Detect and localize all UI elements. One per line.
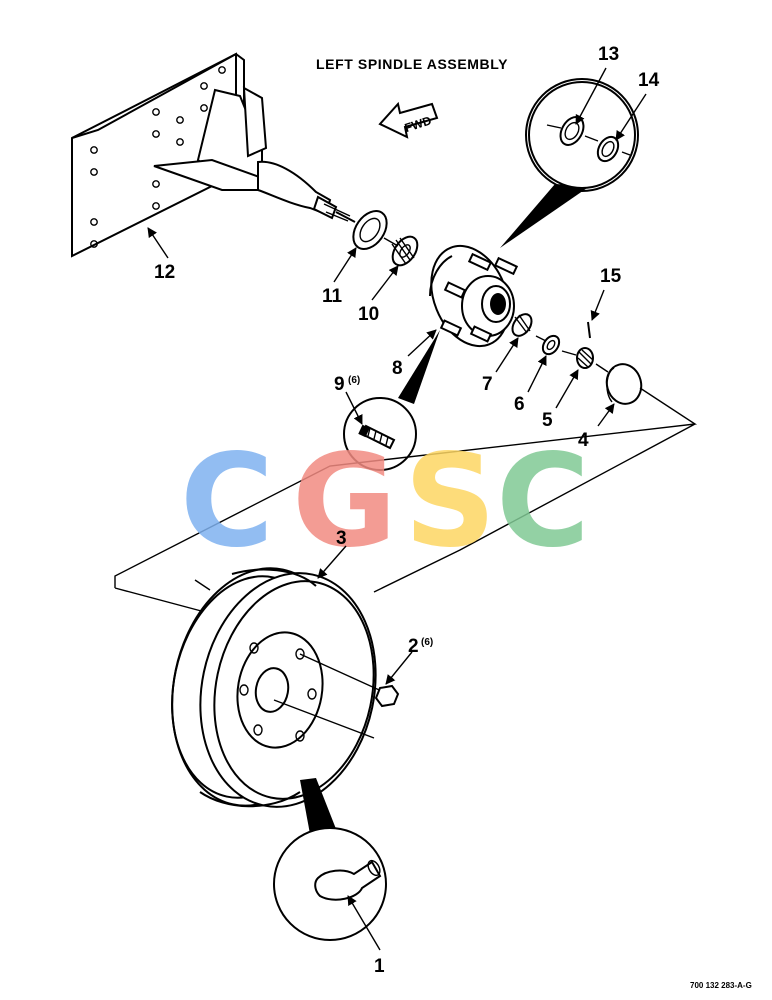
callout-2-qty: (6) (421, 637, 433, 648)
callout-10: 10 (358, 304, 379, 325)
callout-4: 4 (578, 430, 589, 451)
watermark-letter-s: S (404, 427, 496, 576)
callout-13: 13 (598, 44, 619, 65)
diagram-title: LEFT SPINDLE ASSEMBLY (316, 56, 508, 72)
callout-11: 11 (322, 286, 343, 307)
callout-8: 8 (392, 358, 403, 379)
callout-2: 2 (408, 636, 419, 657)
wheel-mounting-plane (114, 387, 698, 613)
bearing-cup-detail (500, 78, 639, 248)
inner-bearing-cone (391, 235, 419, 267)
lug-nut (374, 684, 400, 708)
washer (541, 334, 561, 356)
leader-lines (147, 67, 647, 951)
spindle-mount-plate (71, 52, 356, 258)
forward-direction-arrow: FWD (378, 101, 439, 139)
callout-14: 14 (638, 70, 660, 91)
wheel-studs (439, 252, 519, 343)
outer-bearing-cone (511, 313, 533, 337)
callout-15: 15 (600, 266, 622, 287)
callout-labels: 13 14 12 11 10 8 7 6 5 4 15 9 (6) 3 2 (6… (154, 44, 660, 977)
watermark-letter-g: G (292, 427, 397, 576)
callout-1: 1 (374, 956, 385, 977)
cotter-pin (587, 321, 591, 339)
spindle-nut (576, 347, 594, 369)
callout-7: 7 (482, 374, 493, 395)
watermark-letter-c2: C (496, 427, 590, 576)
seal (352, 210, 388, 250)
wheel-rim (171, 567, 389, 808)
callout-12: 12 (154, 262, 175, 283)
watermark-letter-c1: C (180, 427, 274, 576)
figure-id: 700 132 283-A-G (690, 981, 752, 990)
axle-centerline (383, 237, 609, 373)
callout-9-qty: (6) (348, 375, 360, 386)
callout-5: 5 (542, 410, 553, 431)
callout-3: 3 (336, 528, 347, 549)
callout-6: 6 (514, 394, 525, 415)
cgsc-watermark: C G S C (180, 427, 590, 576)
dust-cap (605, 363, 643, 405)
hub-and-drum (429, 244, 519, 348)
callout-9: 9 (334, 374, 345, 395)
